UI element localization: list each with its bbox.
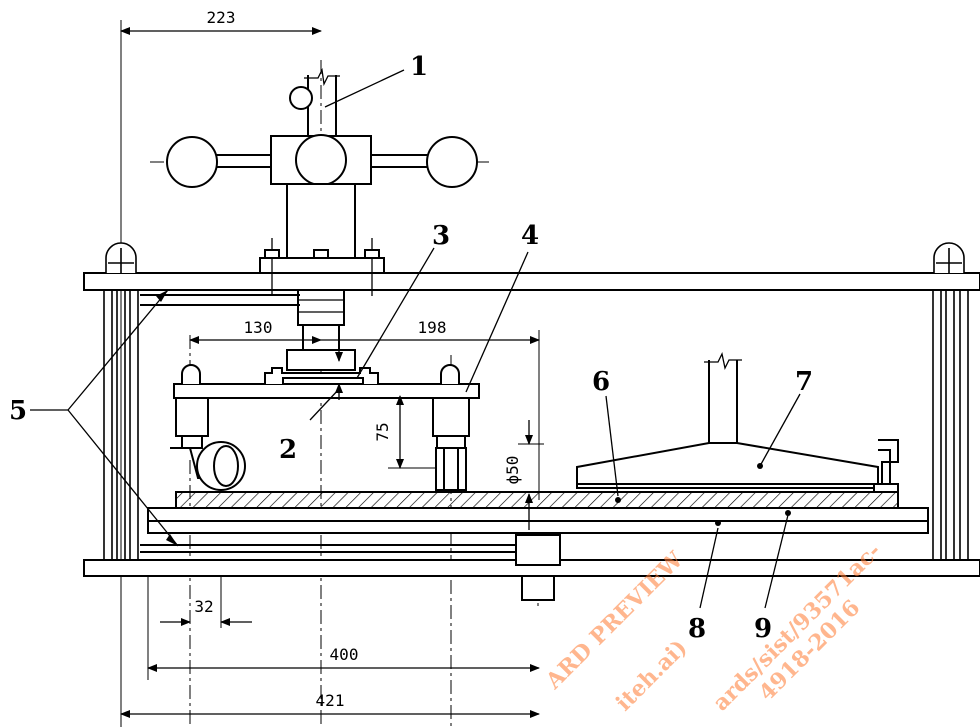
watermark-line-2: iteh.ai)	[611, 635, 692, 716]
dimension-labels: 223 130 198 75 ϕ50 32 400 421	[194, 8, 522, 710]
dimension-lines	[120, 27, 540, 718]
dim-400: 400	[330, 645, 359, 664]
leader-arrows	[156, 290, 178, 546]
leader-lines	[30, 69, 801, 609]
dim-198: 198	[418, 318, 447, 337]
weight-sledge	[576, 352, 899, 493]
dim-75: 75	[373, 422, 392, 441]
callout-labels: 1 2 3 4 5 6 7 8 9	[9, 52, 813, 644]
dim-32: 32	[194, 597, 213, 616]
right-posts	[932, 242, 969, 560]
drive-head-assembly	[166, 67, 478, 371]
callout-4: 4	[521, 221, 539, 251]
callout-6: 6	[592, 367, 610, 397]
drive-belts	[140, 294, 520, 553]
callout-3: 3	[432, 221, 450, 251]
leader-dots	[615, 463, 791, 526]
carriage-assembly	[170, 364, 480, 491]
left-posts	[103, 242, 139, 560]
motor-block	[515, 534, 561, 601]
sample-bed	[147, 491, 929, 534]
dim-223: 223	[207, 8, 236, 27]
dim-421: 421	[316, 691, 345, 710]
callout-5: 5	[9, 396, 27, 426]
dim-phi50: ϕ50	[503, 456, 522, 485]
callout-1: 1	[410, 52, 428, 82]
dim-130: 130	[244, 318, 273, 337]
callout-2: 2	[279, 435, 297, 465]
callout-9: 9	[754, 614, 772, 644]
callout-8: 8	[688, 614, 706, 644]
callout-7: 7	[795, 367, 813, 397]
